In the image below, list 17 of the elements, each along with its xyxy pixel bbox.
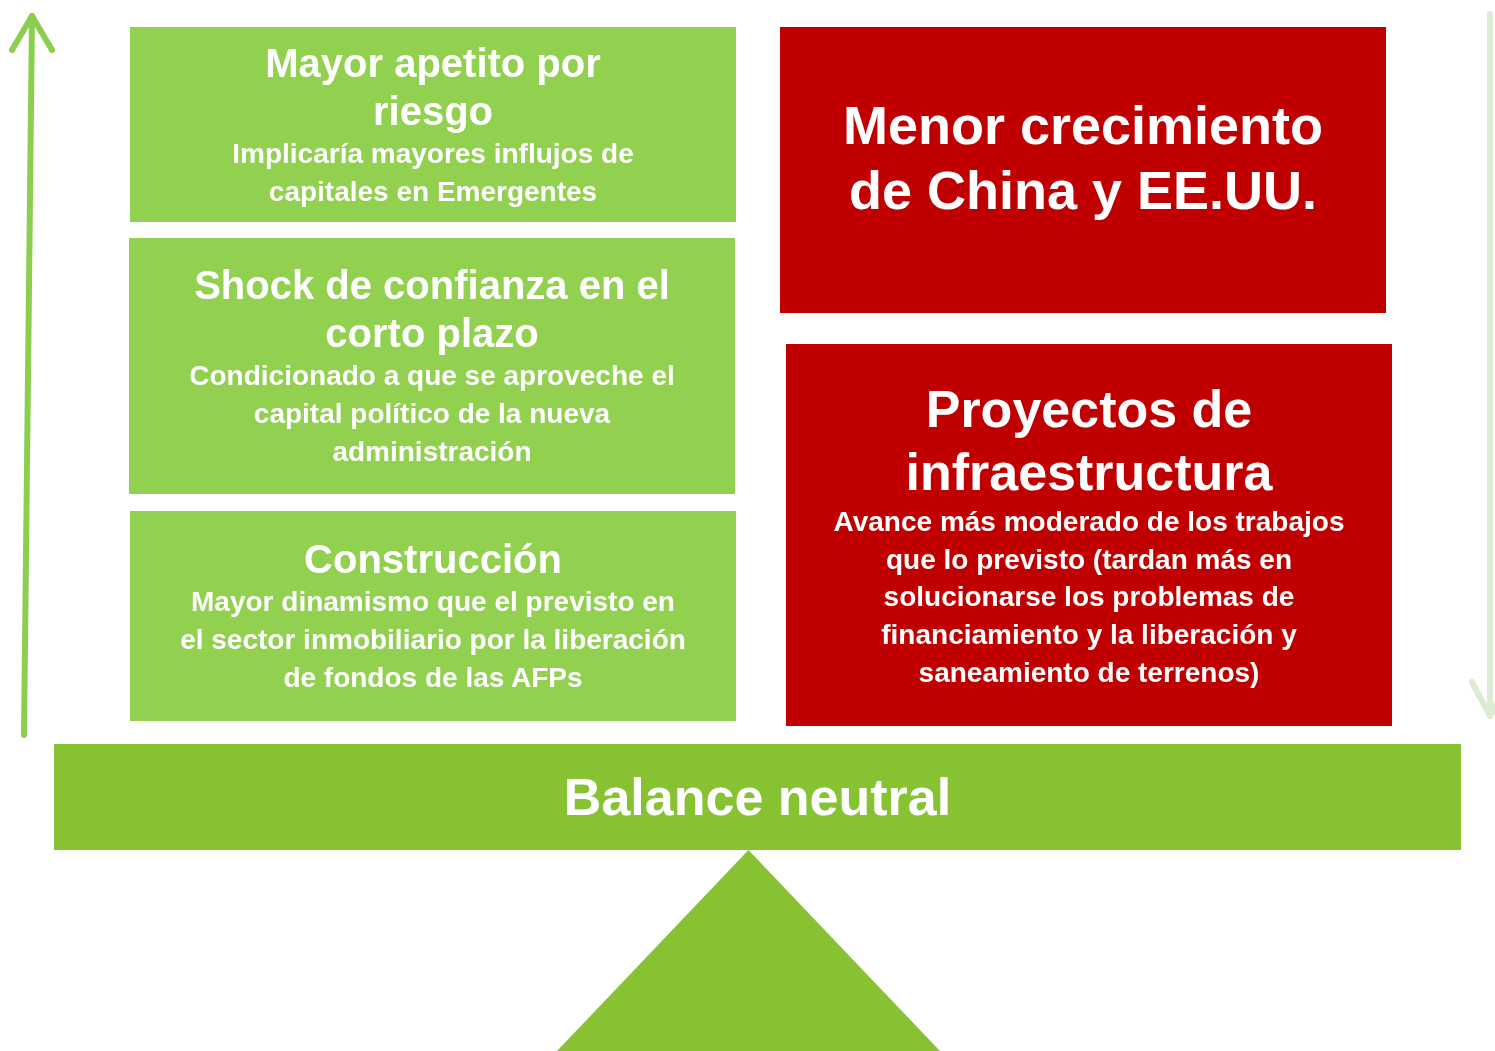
factor-card bbox=[786, 344, 1392, 726]
card-heading: Construcción bbox=[304, 536, 562, 584]
card-text: Condicionado a que se aproveche el capital político de la nueva administración bbox=[188, 359, 676, 469]
fulcrum-triangle bbox=[557, 850, 940, 1051]
card-text: Avance más moderado de los trabajos que lo previsto (tardan más en solucionarse los problemas de financiamiento y la liberación y saneamiento de terrenos) bbox=[832, 504, 1346, 691]
factor-card bbox=[130, 511, 736, 721]
card-text: Implicaría mayores influjos de capitales en Emergentes bbox=[231, 136, 635, 209]
balance-beam bbox=[54, 744, 1461, 850]
card-heading: Shock de confianza en el corto plazo bbox=[193, 262, 671, 358]
card-heading: Mayor apetito por riesgo bbox=[264, 39, 602, 135]
factor-card bbox=[780, 27, 1386, 313]
beam-label: Balance neutral bbox=[563, 766, 952, 828]
card-text: Mayor dinamismo que el previsto en el sector inmobiliario por la liberación de fondos de las AFPs bbox=[180, 585, 686, 695]
factor-card bbox=[129, 238, 735, 494]
factor-card bbox=[130, 27, 736, 222]
card-heading: Proyectos de infraestructura bbox=[904, 379, 1274, 503]
card-heading: Menor crecimiento de China y EE.UU. bbox=[841, 94, 1325, 222]
